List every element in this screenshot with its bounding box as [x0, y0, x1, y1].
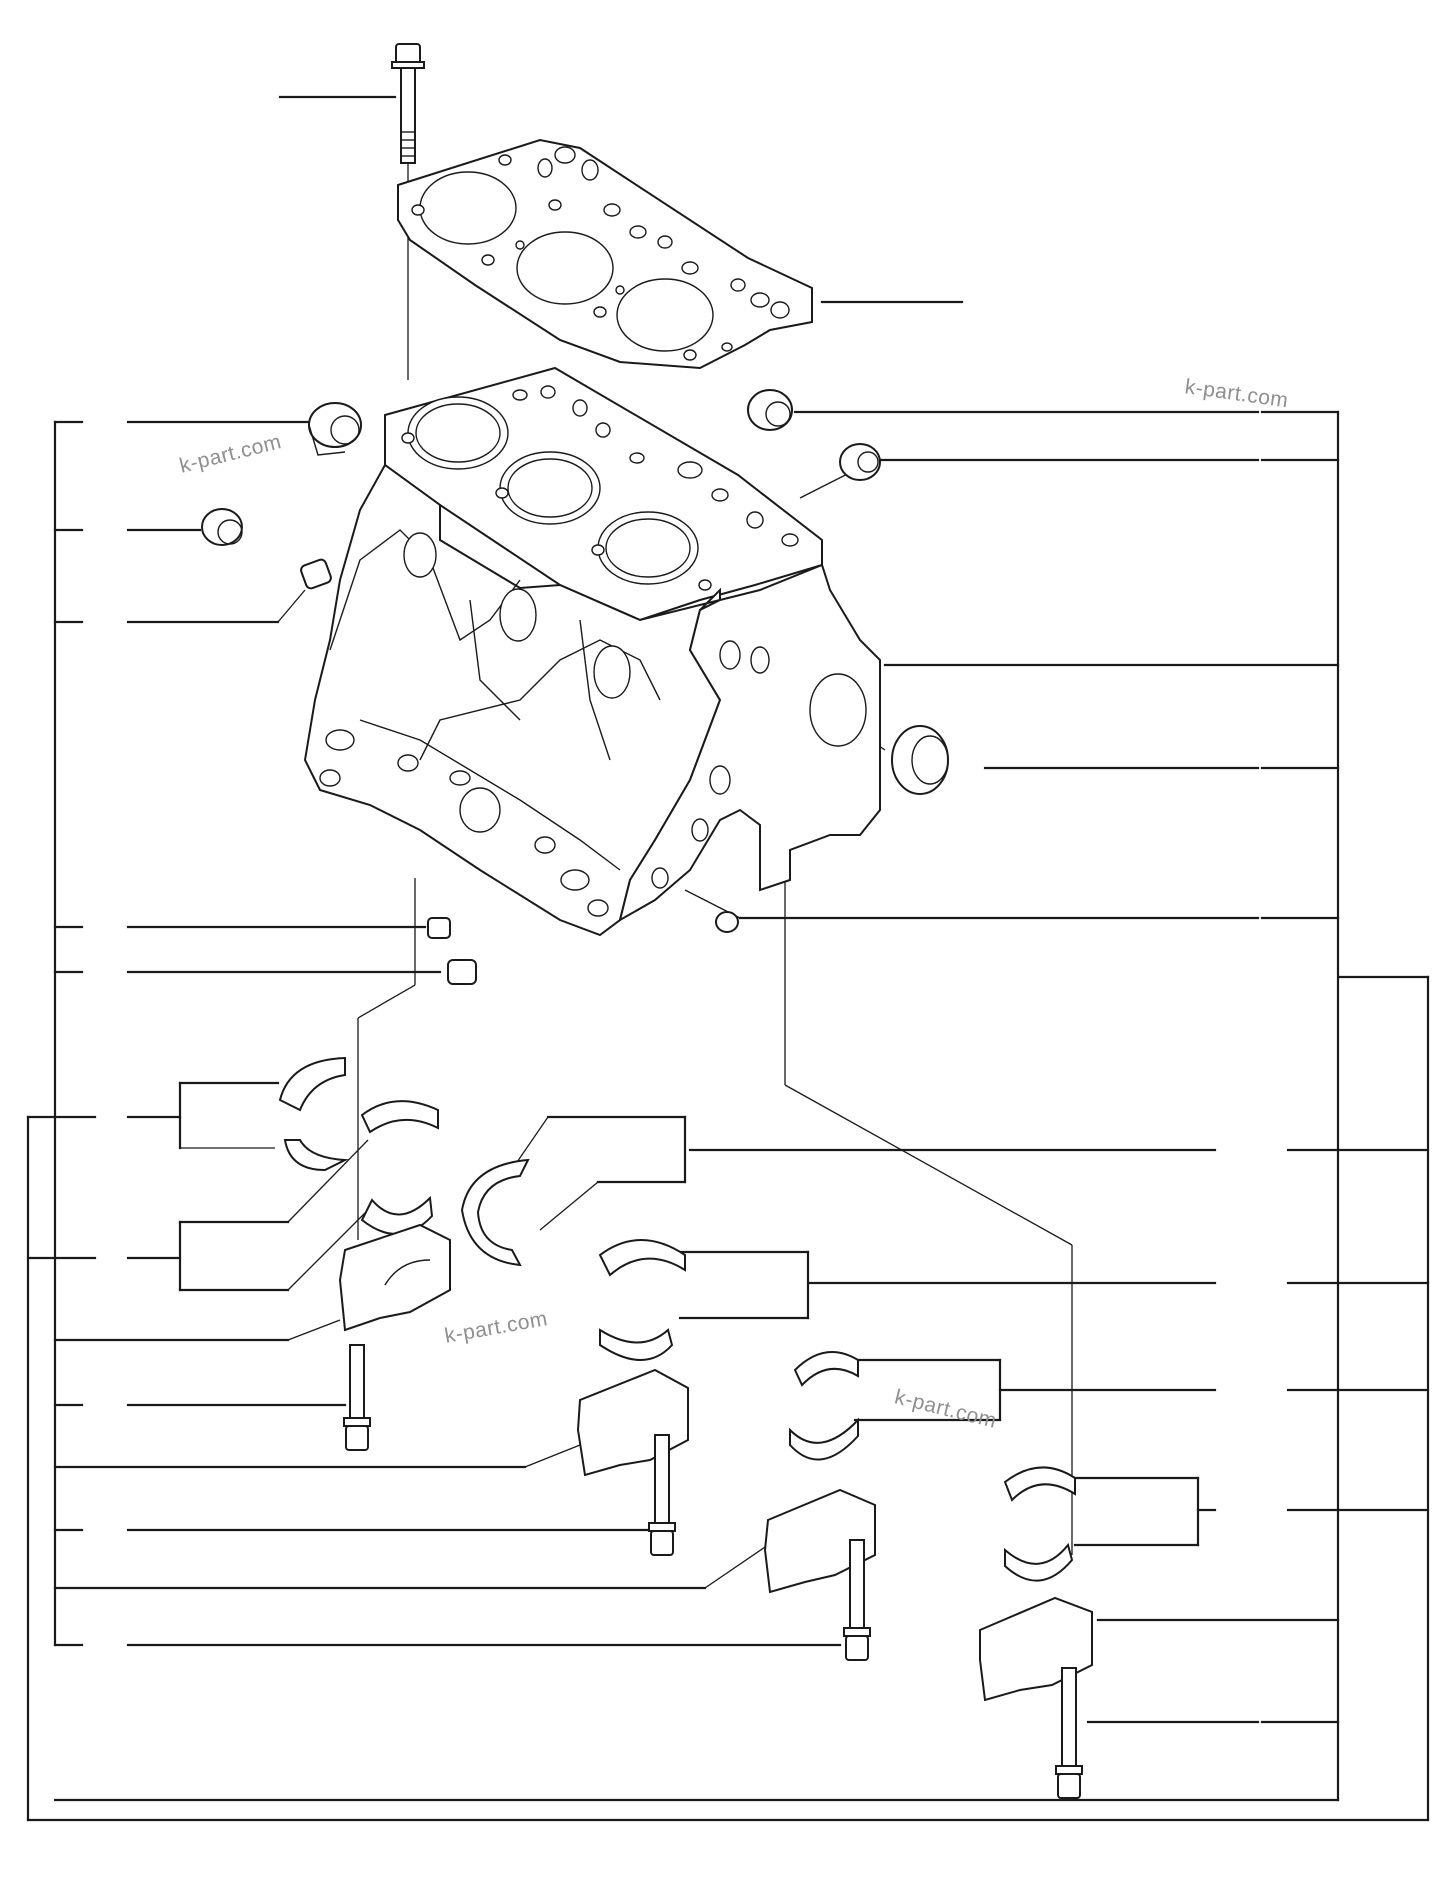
left-leader-lines — [26, 420, 1430, 1822]
thrust-washer-upper-left — [278, 1056, 349, 1172]
bushing — [891, 725, 949, 795]
bearing-cap-3 — [763, 1488, 876, 1594]
pipe-plug-left — [300, 558, 332, 590]
bearing-shell-upper-1 — [360, 1100, 439, 1134]
bearing-shell-lower-3 — [789, 1417, 859, 1461]
pipe-plug-right-top — [839, 443, 881, 481]
bearing-shell-lower-4 — [1004, 1542, 1074, 1582]
main-bearing-bolt-3 — [843, 1539, 871, 1661]
bearing-shell-upper-4 — [1003, 1466, 1076, 1502]
expansion-plug-right-top — [747, 389, 793, 431]
pipe-plug-bottom-left — [427, 917, 451, 939]
head-bolt-top — [391, 43, 425, 164]
cylinder-head-gasket — [397, 138, 813, 370]
bearing-cap-2 — [576, 1368, 689, 1477]
bearing-shell-lower-2 — [599, 1328, 674, 1361]
pipe-plug-bottom-right — [715, 911, 739, 933]
bearing-shell-upper-2 — [598, 1239, 686, 1277]
bearing-cap-1 — [338, 1223, 451, 1332]
cylinder-block — [303, 366, 881, 937]
right-leader-lines — [278, 95, 1430, 1802]
main-bearing-bolt-4 — [1055, 1667, 1083, 1799]
expansion-plug-left — [201, 508, 243, 546]
thrust-washer-middle — [460, 1158, 530, 1267]
bearing-shell-upper-3 — [793, 1351, 859, 1387]
main-bearing-bolt-2 — [648, 1434, 676, 1556]
pipe-plug-bottom-left-2 — [447, 959, 477, 985]
expansion-plug-left-top — [308, 402, 362, 456]
bearing-shell-lower-1 — [360, 1195, 434, 1235]
main-bearing-bolt-1 — [343, 1344, 371, 1451]
